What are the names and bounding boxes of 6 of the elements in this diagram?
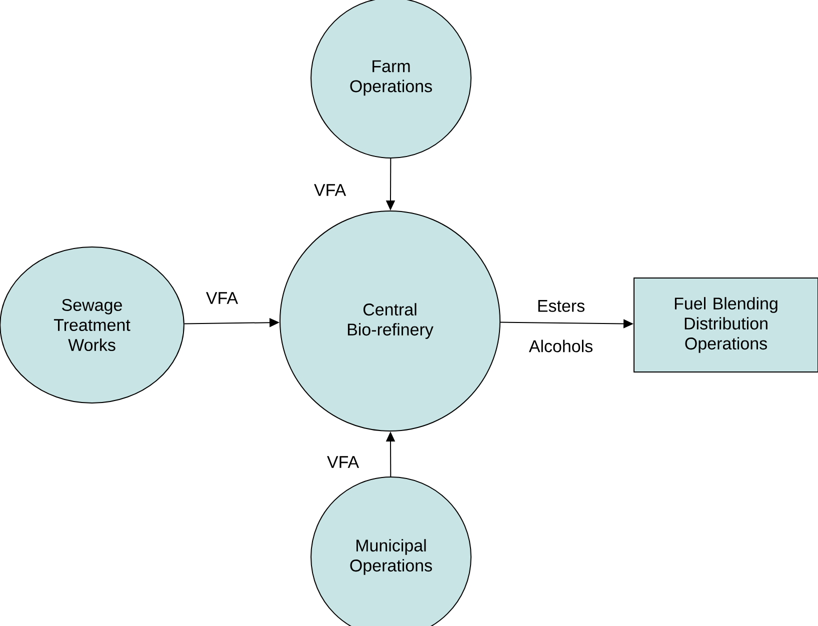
process-box: Fuel Blending Distribution Operations <box>634 278 818 372</box>
edge-label: VFA <box>204 291 240 305</box>
flow-label: Alcohols <box>528 338 594 354</box>
edge-label: VFA <box>326 455 360 469</box>
edge-label: Esters <box>536 299 586 313</box>
edge-label: VFA <box>312 183 348 197</box>
